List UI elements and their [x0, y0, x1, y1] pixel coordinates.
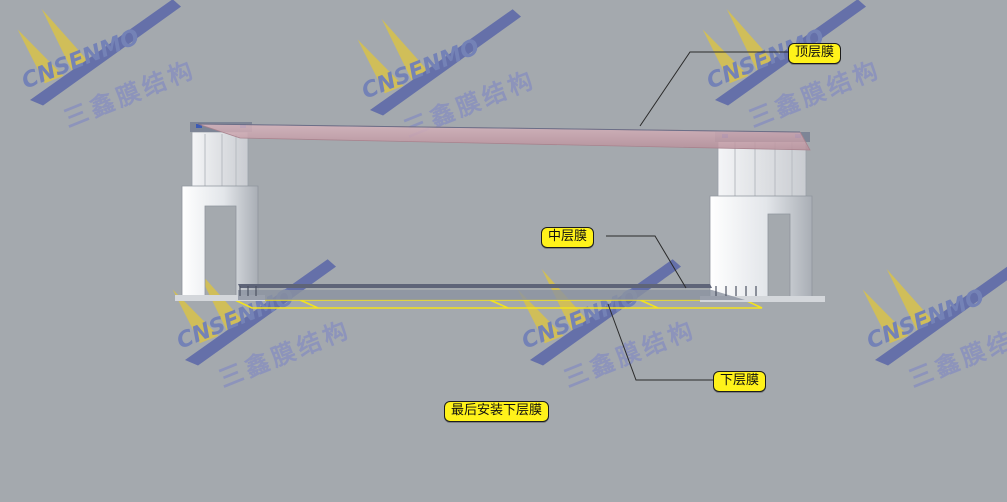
watermark-logo-6: CNSENMO 三鑫膜结构	[862, 259, 1007, 393]
top-membrane-edge	[197, 123, 801, 133]
watermark-logo-3: CNSENMO 三鑫膜结构	[702, 0, 885, 133]
bottom-membrane-leader	[607, 303, 713, 381]
middle-membrane	[238, 284, 712, 288]
bottom-membrane-label: 下层膜	[713, 371, 767, 392]
cable-clamps	[239, 286, 757, 296]
watermark-logo-5: CNSENMO 三鑫膜结构	[517, 259, 700, 393]
middle-membrane-leader	[606, 235, 687, 289]
left-support	[175, 122, 265, 301]
middle-membrane-label: 中层膜	[541, 227, 595, 248]
watermark-logo-1: CNSENMO 三鑫膜结构	[17, 0, 200, 133]
right-support	[700, 132, 825, 302]
top-membrane-leader	[639, 51, 790, 127]
leader-lines	[606, 51, 790, 381]
bottom-membrane-frame	[234, 299, 763, 309]
install-note-label: 最后安装下层膜	[444, 401, 550, 422]
watermark: CNSENMO 三鑫膜结构 CNSENMO 三鑫膜结构 CNSENMO 三鑫膜结…	[17, 0, 1007, 393]
bottom-membrane	[238, 290, 745, 300]
top-membrane-label: 顶层膜	[788, 43, 842, 64]
